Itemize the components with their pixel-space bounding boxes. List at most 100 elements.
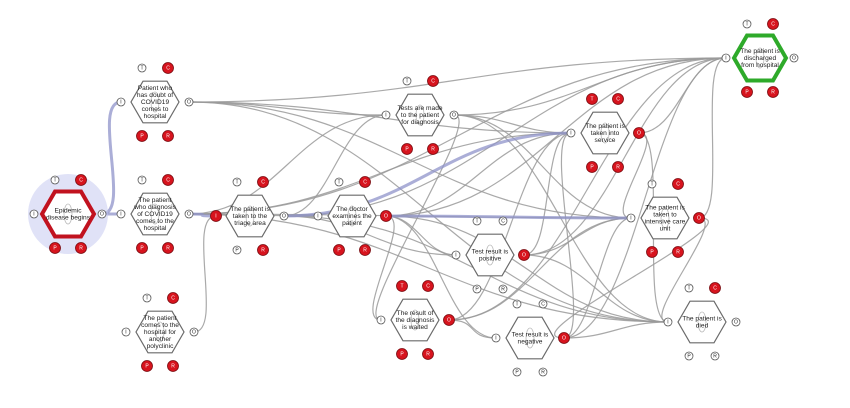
port-R-icon[interactable]: R [612,161,624,173]
port-O-icon[interactable]: O [449,110,459,120]
port-C-icon[interactable]: C [427,75,439,87]
port-P-icon[interactable]: P [646,246,658,258]
port-O-icon[interactable]: O [380,210,392,222]
port-R-icon[interactable]: R [538,367,548,377]
port-T-icon[interactable]: T [402,76,412,86]
port-T-icon[interactable]: T [472,216,482,226]
port-P-icon[interactable]: P [333,244,345,256]
port-O-icon[interactable]: O [789,53,799,63]
port-P-icon[interactable]: P [741,86,753,98]
port-O-icon[interactable]: O [693,212,705,224]
port-C-icon[interactable]: C [709,282,721,294]
port-P-icon[interactable]: P [472,284,482,294]
port-T-icon[interactable]: T [647,179,657,189]
port-I-icon[interactable]: I [381,110,391,120]
port-I-icon[interactable]: I [121,327,131,337]
port-O-icon[interactable]: O [189,327,199,337]
port-P-icon[interactable]: P [141,360,153,372]
port-C-icon[interactable]: C [498,216,508,226]
port-I-icon[interactable]: I [491,333,501,343]
port-T-icon[interactable]: T [742,19,752,29]
port-I-icon[interactable]: I [210,210,222,222]
port-T-icon[interactable]: T [137,63,147,73]
port-R-icon[interactable]: R [672,246,684,258]
port-C-icon[interactable]: C [672,178,684,190]
port-I-icon[interactable]: I [626,213,636,223]
port-C-icon[interactable]: C [538,299,548,309]
port-O-icon[interactable]: O [97,209,107,219]
port-C-icon[interactable]: C [612,93,624,105]
port-I-icon[interactable]: I [313,211,323,221]
port-I-icon[interactable]: I [721,53,731,63]
port-I-icon[interactable]: I [29,209,39,219]
port-R-icon[interactable]: R [162,130,174,142]
port-O-icon[interactable]: O [558,332,570,344]
port-C-icon[interactable]: C [767,18,779,30]
port-T-icon[interactable]: T [334,177,344,187]
port-O-icon[interactable]: O [443,314,455,326]
port-C-icon[interactable]: C [257,176,269,188]
port-P-icon[interactable]: P [684,351,694,361]
port-R-icon[interactable]: R [167,360,179,372]
port-I-icon[interactable]: I [663,317,673,327]
port-T-icon[interactable]: T [137,175,147,185]
port-P-icon[interactable]: P [136,130,148,142]
port-C-icon[interactable]: C [162,62,174,74]
port-I-icon[interactable]: I [116,209,126,219]
port-I-icon[interactable]: I [376,315,386,325]
port-P-icon[interactable]: P [232,245,242,255]
port-T-icon[interactable]: T [396,280,408,292]
port-O-icon[interactable]: O [184,97,194,107]
port-R-icon[interactable]: R [162,242,174,254]
port-O-icon[interactable]: O [633,127,645,139]
port-P-icon[interactable]: P [512,367,522,377]
port-O-icon[interactable]: O [518,249,530,261]
port-circle [427,143,439,155]
port-P-icon[interactable]: P [586,161,598,173]
port-C-icon[interactable]: C [162,174,174,186]
port-P-icon[interactable]: P [401,143,413,155]
port-C-icon[interactable]: C [167,292,179,304]
node-label-line: unit [660,226,671,233]
port-P-icon[interactable]: P [136,242,148,254]
port-C-icon[interactable]: C [422,280,434,292]
port-T-icon[interactable]: T [586,93,598,105]
port-I-icon[interactable]: I [116,97,126,107]
port-C-icon[interactable]: C [75,174,87,186]
port-I-icon[interactable]: I [451,250,461,260]
port-T-icon[interactable]: T [232,177,242,187]
port-C-icon[interactable]: C [359,176,371,188]
port-T-icon[interactable]: T [142,293,152,303]
port-I-icon[interactable]: I [566,128,576,138]
port-R-icon[interactable]: R [767,86,779,98]
port-R-icon[interactable]: R [422,348,434,360]
port-O-icon[interactable]: O [279,211,289,221]
port-P-icon[interactable]: P [396,348,408,360]
port-R-icon[interactable]: R [427,143,439,155]
port-T-icon[interactable]: T [50,175,60,185]
port-O-icon[interactable]: O [731,317,741,327]
port-R-icon[interactable]: R [710,351,720,361]
port-R-icon[interactable]: R [359,244,371,256]
port-R-icon[interactable]: R [257,244,269,256]
port-O-icon[interactable]: O [184,209,194,219]
port-P-icon[interactable]: P [49,242,61,254]
port-R-icon[interactable]: R [498,284,508,294]
port-R-icon[interactable]: R [75,242,87,254]
port-T-icon[interactable]: T [684,283,694,293]
port-T-icon[interactable]: T [512,299,522,309]
